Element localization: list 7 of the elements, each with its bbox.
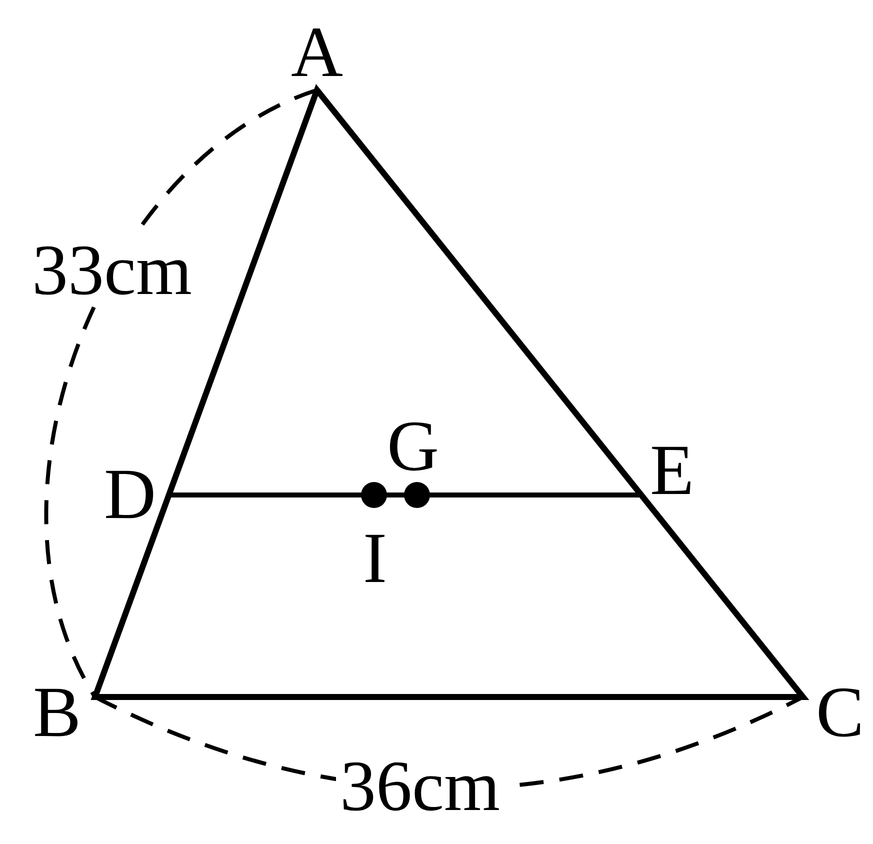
- point-label: A: [291, 16, 343, 88]
- point-label: G: [387, 410, 439, 482]
- point-label: I: [363, 522, 387, 594]
- point-label: E: [650, 434, 694, 506]
- point-label: D: [104, 458, 156, 530]
- point-label: B: [32, 676, 82, 748]
- point-label: C: [816, 676, 864, 748]
